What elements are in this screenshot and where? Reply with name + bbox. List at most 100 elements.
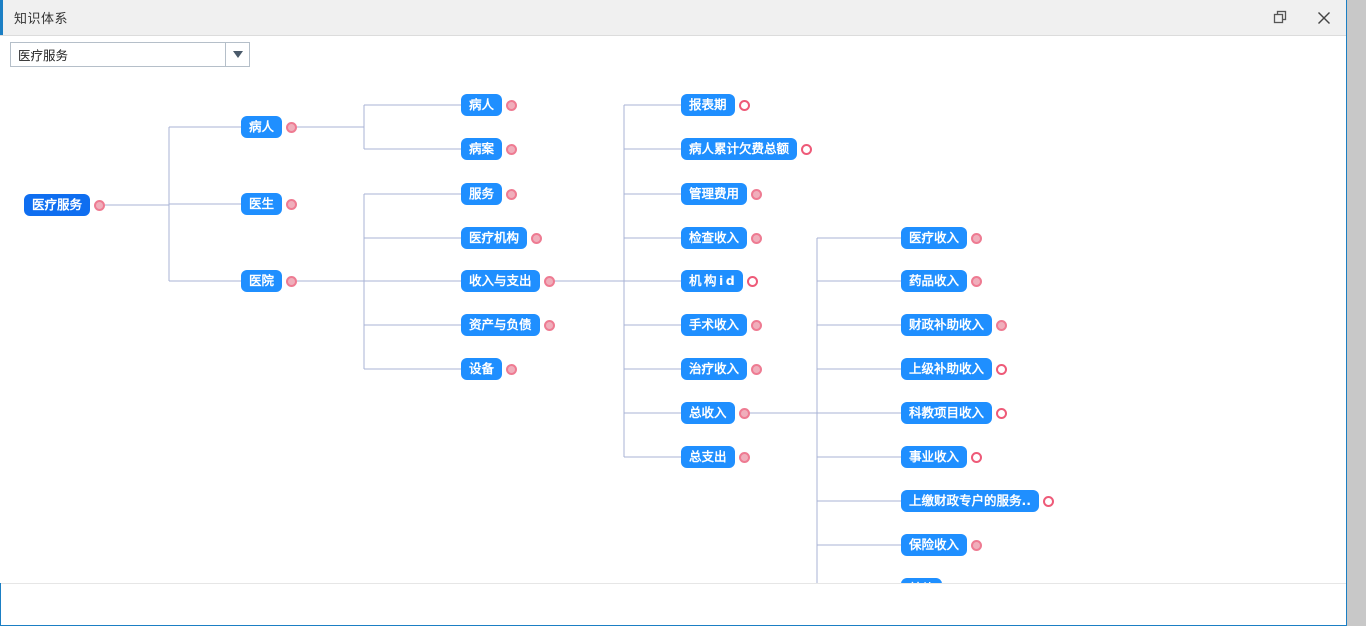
tree-node-label[interactable]: 医疗服务 [24, 194, 90, 216]
tree-node-label[interactable]: 其他 [901, 578, 942, 583]
tree-node[interactable]: 收入与支出 [461, 270, 555, 292]
tree-node[interactable]: 医疗收入 [901, 227, 982, 249]
tree-node[interactable]: 医院 [241, 270, 297, 292]
expand-node-handle[interactable] [971, 276, 982, 287]
expand-node-handle[interactable] [751, 233, 762, 244]
tree-node[interactable]: 病人累计欠费总额 [681, 138, 812, 160]
restore-icon [1273, 10, 1288, 25]
tree-node-label[interactable]: 手术收入 [681, 314, 747, 336]
tree-node[interactable]: 治疗收入 [681, 358, 762, 380]
tree-node[interactable]: 医疗机构 [461, 227, 542, 249]
graph-canvas-area[interactable]: 医疗服务 病人医生医院 病人病案服务医疗机构收入与支出资产与负债设备 报表期病人累计欠… [0, 72, 1346, 583]
expand-node-handle[interactable] [996, 408, 1007, 419]
tree-node-label[interactable]: 上缴财政专户的服务.. [901, 490, 1039, 512]
tree-node-label[interactable]: 财政补助收入 [901, 314, 992, 336]
tree-node[interactable]: 管理费用 [681, 183, 762, 205]
expand-node-handle[interactable] [801, 144, 812, 155]
tree-node[interactable]: 病案 [461, 138, 517, 160]
tree-node[interactable]: 上级补助收入 [901, 358, 1007, 380]
expand-node-handle[interactable] [286, 199, 297, 210]
tree-node[interactable]: 病人 [241, 116, 297, 138]
domain-select-arrow-button[interactable] [225, 43, 249, 66]
tree-node[interactable]: 报表期 [681, 94, 750, 116]
tree-node[interactable]: 总支出 [681, 446, 750, 468]
tree-node-label[interactable]: 病人累计欠费总额 [681, 138, 797, 160]
tree-node-label[interactable]: 机构id [681, 270, 743, 292]
tree-node[interactable]: 事业收入 [901, 446, 982, 468]
restore-window-button[interactable] [1258, 0, 1302, 36]
window-controls [1258, 0, 1346, 35]
expand-node-handle[interactable] [506, 364, 517, 375]
collapse-node-handle[interactable] [286, 122, 297, 133]
expand-node-handle[interactable] [971, 233, 982, 244]
tree-node-label[interactable]: 医生 [241, 193, 282, 215]
tree-node-label[interactable]: 科教项目收入 [901, 402, 992, 424]
tree-node-label[interactable]: 治疗收入 [681, 358, 747, 380]
tree-node-label[interactable]: 医疗收入 [901, 227, 967, 249]
tree-node-label[interactable]: 服务 [461, 183, 502, 205]
tree-node-label[interactable]: 检查收入 [681, 227, 747, 249]
toolbar: 医疗服务 [0, 36, 1346, 72]
titlebar-accent-bar [0, 0, 3, 35]
tree-node-label[interactable]: 保险收入 [901, 534, 967, 556]
window-title: 知识体系 [14, 8, 68, 27]
tree-node[interactable]: 总收入 [681, 402, 750, 424]
tree-node-label[interactable]: 病人 [461, 94, 502, 116]
expand-node-handle[interactable] [506, 100, 517, 111]
tree-node-label[interactable]: 药品收入 [901, 270, 967, 292]
tree-node-label[interactable]: 管理费用 [681, 183, 747, 205]
expand-node-handle[interactable] [544, 320, 555, 331]
tree-node[interactable]: 财政补助收入 [901, 314, 1007, 336]
tree-node-label[interactable]: 事业收入 [901, 446, 967, 468]
collapse-node-handle[interactable] [286, 276, 297, 287]
collapse-node-handle[interactable] [739, 408, 750, 419]
tree-node[interactable]: 手术收入 [681, 314, 762, 336]
tree-node-label[interactable]: 收入与支出 [461, 270, 540, 292]
expand-node-handle[interactable] [739, 452, 750, 463]
tree-node[interactable]: 机构id [681, 270, 758, 292]
tree-node-label[interactable]: 病案 [461, 138, 502, 160]
tree-node[interactable]: 病人 [461, 94, 517, 116]
tree-node[interactable]: 药品收入 [901, 270, 982, 292]
tree-node[interactable]: 保险收入 [901, 534, 982, 556]
window-bottom-bar [0, 583, 1346, 625]
tree-node[interactable]: 检查收入 [681, 227, 762, 249]
tree-node[interactable]: 其他 [901, 578, 957, 583]
tree-node-label[interactable]: 总收入 [681, 402, 735, 424]
tree-node[interactable]: 设备 [461, 358, 517, 380]
expand-node-handle[interactable] [506, 189, 517, 200]
expand-node-handle[interactable] [739, 100, 750, 111]
tree-node-label[interactable]: 医院 [241, 270, 282, 292]
tree-node-label[interactable]: 资产与负债 [461, 314, 540, 336]
expand-node-handle[interactable] [751, 364, 762, 375]
close-window-button[interactable] [1302, 0, 1346, 36]
close-icon [1316, 10, 1332, 26]
tree-node[interactable]: 服务 [461, 183, 517, 205]
tree-node-label[interactable]: 设备 [461, 358, 502, 380]
expand-node-handle[interactable] [1043, 496, 1054, 507]
expand-node-handle[interactable] [506, 144, 517, 155]
collapse-node-handle[interactable] [94, 200, 105, 211]
expand-node-handle[interactable] [531, 233, 542, 244]
expand-node-handle[interactable] [751, 189, 762, 200]
tree-node[interactable]: 科教项目收入 [901, 402, 1007, 424]
tree-node-label[interactable]: 病人 [241, 116, 282, 138]
tree-node-label[interactable]: 医疗机构 [461, 227, 527, 249]
window-titlebar: 知识体系 [0, 0, 1346, 36]
tree-node-label[interactable]: 报表期 [681, 94, 735, 116]
expand-node-handle[interactable] [996, 364, 1007, 375]
tree-node[interactable]: 资产与负债 [461, 314, 555, 336]
tree-node-label[interactable]: 上级补助收入 [901, 358, 992, 380]
expand-node-handle[interactable] [747, 276, 758, 287]
tree-node[interactable]: 医生 [241, 193, 297, 215]
expand-node-handle[interactable] [971, 452, 982, 463]
expand-node-handle[interactable] [996, 320, 1007, 331]
domain-select[interactable]: 医疗服务 [10, 42, 250, 67]
tree-node[interactable]: 上缴财政专户的服务.. [901, 490, 1054, 512]
expand-node-handle[interactable] [751, 320, 762, 331]
expand-node-handle[interactable] [971, 540, 982, 551]
collapse-node-handle[interactable] [544, 276, 555, 287]
tree-node[interactable]: 医疗服务 [24, 194, 105, 216]
tree-node-label[interactable]: 总支出 [681, 446, 735, 468]
